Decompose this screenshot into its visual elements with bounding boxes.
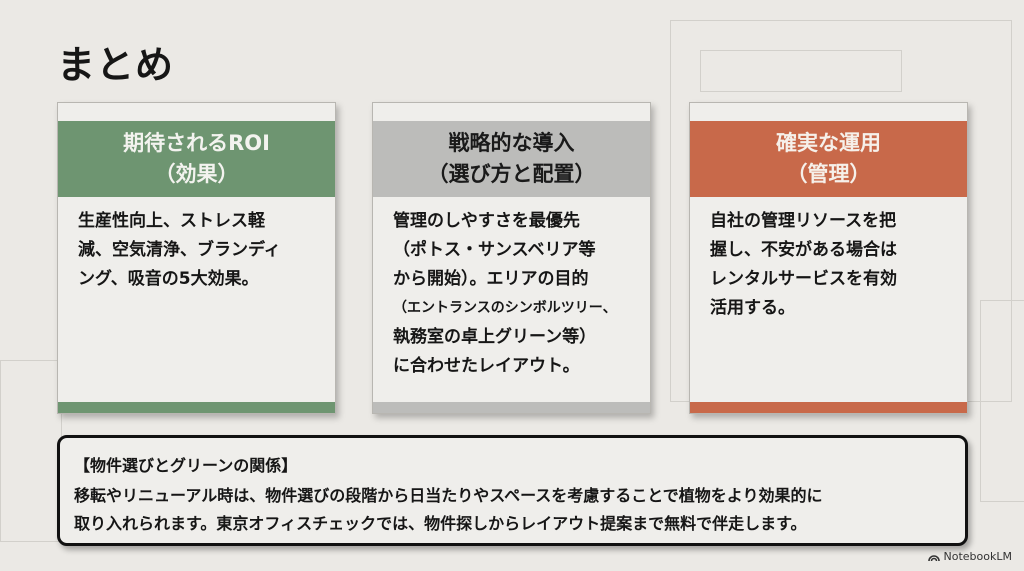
note-box: 【物件選びとグリーンの関係】 移転やリニューアル時は、物件選びの段階から日当たり… bbox=[57, 435, 968, 546]
card-header: 戦略的な導入 （選び方と配置） bbox=[373, 121, 650, 197]
blueprint-line bbox=[700, 50, 902, 92]
card-footer-bar bbox=[58, 402, 335, 413]
card-body-line: 活用する。 bbox=[710, 298, 795, 318]
card-heading-line: （効果） bbox=[154, 162, 239, 186]
notebooklm-logo-icon bbox=[927, 554, 940, 561]
card-body-line: 自社の管理リソースを把 bbox=[710, 211, 897, 231]
card-footer-bar bbox=[373, 402, 650, 413]
card-body: 生産性向上、ストレス軽 減、空気清浄、ブランディ ング、吸音の5大効果。 bbox=[78, 207, 323, 294]
note-line: 取り入れられます。東京オフィスチェックでは、物件探しからレイアウト提案まで無料で… bbox=[74, 514, 807, 533]
card-operation: 確実な運用 （管理） 自社の管理リソースを把 握し、不安がある場合は レンタルサ… bbox=[689, 102, 968, 414]
note-title: 【物件選びとグリーンの関係】 bbox=[74, 456, 298, 475]
blueprint-line bbox=[0, 360, 62, 542]
card-heading-line: 戦略的な導入 bbox=[448, 131, 575, 155]
card-body-line: ング、吸音の5大効果。 bbox=[78, 269, 259, 289]
card-heading-line: （選び方と配置） bbox=[427, 162, 596, 186]
card-body-line: 減、空気清浄、ブランディ bbox=[78, 240, 281, 260]
card-body-line: 執務室の卓上グリーン等） bbox=[393, 327, 597, 347]
card-body-line: （エントランスのシンボルツリー、 bbox=[393, 300, 617, 316]
card-roi: 期待されるROI （効果） 生産性向上、ストレス軽 減、空気清浄、ブランディ ン… bbox=[57, 102, 336, 414]
note-line: 移転やリニューアル時は、物件選びの段階から日当たりやスペースを考慮することで植物… bbox=[74, 486, 823, 505]
card-body-line: から開始）。エリアの目的 bbox=[393, 269, 589, 289]
card-header: 確実な運用 （管理） bbox=[690, 121, 967, 197]
card-body-line: 生産性向上、ストレス軽 bbox=[78, 211, 265, 231]
card-heading-line: （管理） bbox=[786, 162, 871, 186]
card-body-line: レンタルサービスを有効 bbox=[710, 269, 897, 289]
brand-watermark: NotebookLM bbox=[927, 550, 1012, 563]
card-body-line: に合わせたレイアウト。 bbox=[393, 356, 580, 376]
slide-title: まとめ bbox=[57, 43, 175, 87]
card-body-line: 管理のしやすさを最優先 bbox=[393, 211, 580, 231]
card-body-line: （ポトス・サンスベリア等 bbox=[393, 240, 596, 260]
card-heading-line: 期待されるROI bbox=[123, 131, 270, 155]
card-heading-line: 確実な運用 bbox=[776, 131, 881, 155]
card-footer-bar bbox=[690, 402, 967, 413]
card-body: 管理のしやすさを最優先 （ポトス・サンスベリア等 から開始）。エリアの目的 （エ… bbox=[393, 207, 638, 381]
card-strategy: 戦略的な導入 （選び方と配置） 管理のしやすさを最優先 （ポトス・サンスベリア等… bbox=[372, 102, 651, 414]
blueprint-line bbox=[980, 300, 1024, 502]
card-body-line: 握し、不安がある場合は bbox=[710, 240, 897, 260]
card-header: 期待されるROI （効果） bbox=[58, 121, 335, 197]
card-body: 自社の管理リソースを把 握し、不安がある場合は レンタルサービスを有効 活用する… bbox=[710, 207, 955, 323]
brand-label: NotebookLM bbox=[943, 550, 1012, 563]
